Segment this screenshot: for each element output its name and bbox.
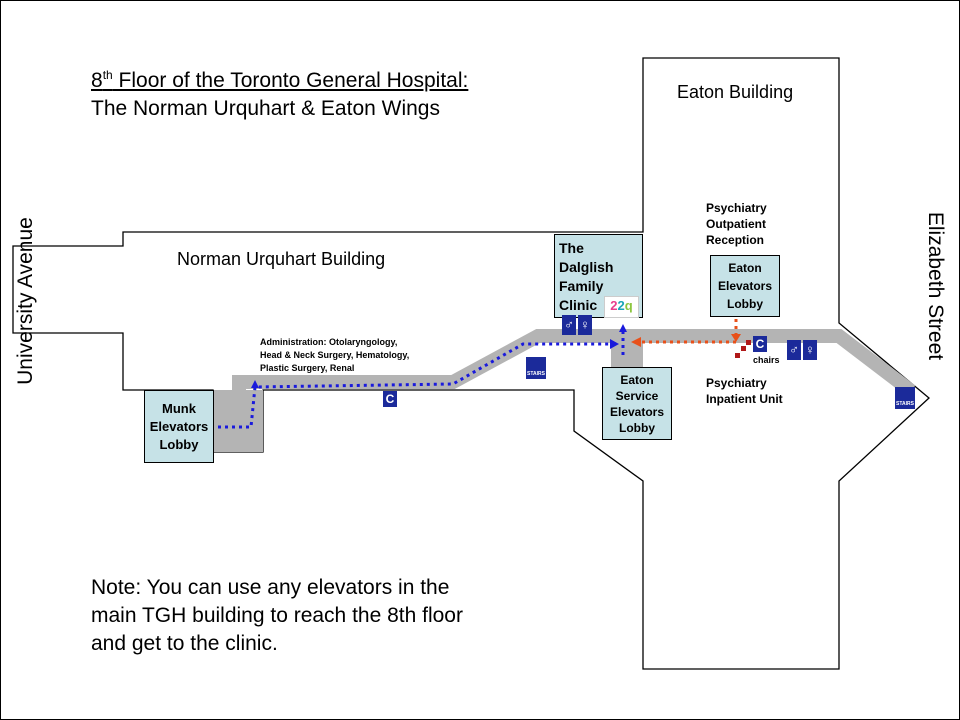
route-orange (641, 319, 738, 344)
phone-icon: C (383, 391, 397, 407)
map-title: 8th Floor of the Toronto General Hospita… (91, 61, 468, 123)
elizabeth-street-label: Elizabeth Street (924, 211, 947, 361)
clinic-logo: 22q (604, 296, 639, 318)
restroom-icon: ♂♀ (787, 340, 817, 360)
eaton-building-label: Eaton Building (677, 82, 794, 102)
blue-arrow-head-up-clinic (619, 324, 627, 332)
restroom-icon: ♂♀ (562, 315, 592, 335)
phone-icon: C (753, 336, 767, 352)
title-line-1: 8th Floor of the Toronto General Hospita… (91, 68, 469, 92)
map-note: Note: You can use any elevators in the m… (91, 576, 463, 655)
blue-arrow-head-up-munk (251, 380, 259, 388)
norman-building-label: Norman Urquhart Building (177, 249, 386, 269)
blue-arrow-head-right (610, 339, 619, 349)
clinic-name: The Dalglish Family Clinic (559, 240, 614, 313)
title-line-2: The Norman Urquhart & Eaton Wings (91, 97, 440, 120)
orange-arrow-head-down (731, 334, 741, 342)
stairs-icon: STAIRS (895, 387, 915, 409)
university-avenue-label: University Avenue (14, 217, 37, 385)
stairs-icon: STAIRS (526, 357, 546, 379)
administration-label: Administration: Otolaryngology,Head & Ne… (260, 337, 410, 373)
chairs-icon (735, 340, 751, 358)
route-blue (218, 331, 625, 429)
orange-arrow-head-left (631, 337, 641, 347)
chairs-label: chairs (753, 355, 780, 365)
corridor-munk-connector (213, 390, 263, 452)
